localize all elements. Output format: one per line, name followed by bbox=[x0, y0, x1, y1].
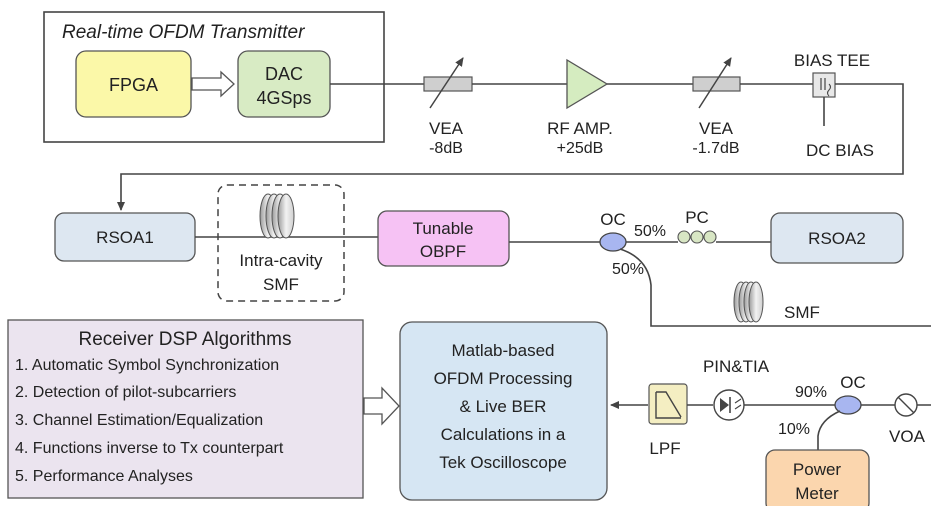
matlab-box bbox=[399, 321, 608, 501]
dac-label-1: DAC bbox=[265, 64, 303, 84]
transmitter-section: Real-time OFDM Transmitter FPGA DAC 4GSp… bbox=[43, 11, 385, 143]
transmitter-title: Real-time OFDM Transmitter bbox=[62, 22, 305, 43]
photodetector bbox=[713, 389, 745, 421]
dsp-item: 4. Functions inverse to Tx counterpart bbox=[15, 440, 284, 457]
bias-tee-label: BIAS TEE bbox=[794, 51, 870, 70]
vea2-attenuator bbox=[692, 57, 741, 109]
intra-cavity-frame bbox=[217, 184, 345, 302]
vea1-body bbox=[423, 76, 473, 92]
dsp-item: 2. Detection of pilot-subcarriers bbox=[15, 384, 236, 401]
power-meter-box bbox=[765, 449, 870, 511]
vea1-adjust-arrow bbox=[429, 57, 464, 109]
lpf-block bbox=[648, 383, 688, 425]
dsp-block: Receiver DSP Algorithms 1. Automatic Sym… bbox=[7, 319, 364, 499]
dsp-to-matlab-arrow bbox=[363, 386, 400, 426]
pc-label: PC bbox=[685, 208, 709, 227]
voa-label: VOA bbox=[889, 427, 926, 446]
obpf-label-2: OBPF bbox=[420, 242, 466, 261]
output-fiber bbox=[619, 248, 931, 327]
output-smf-spool bbox=[733, 281, 764, 323]
lpf-response-icon bbox=[655, 391, 682, 419]
transmitter-frame bbox=[43, 11, 385, 143]
rf-amplifier bbox=[566, 58, 609, 110]
rx-oc-label: OC bbox=[840, 373, 866, 392]
smf-label: SMF bbox=[784, 303, 820, 322]
vea1-attenuator bbox=[423, 57, 473, 109]
fpga-to-dac-arrow bbox=[191, 70, 235, 98]
rf-amp-label: RF AMP. bbox=[547, 119, 613, 138]
bias-tee-inductor bbox=[826, 83, 832, 97]
intra-cavity-label-2: SMF bbox=[263, 275, 299, 294]
pin-tia-label: PIN&TIA bbox=[703, 357, 770, 376]
power-meter-block: Power Meter bbox=[765, 449, 870, 511]
vea2-body bbox=[692, 76, 741, 92]
fpga-block: FPGA bbox=[75, 50, 192, 118]
matlab-block: Matlab-based OFDM Processing & Live BER … bbox=[399, 321, 608, 501]
pin-light-arrows bbox=[734, 398, 742, 410]
rf-amp-value: +25dB bbox=[557, 140, 604, 157]
rsoa2-box bbox=[770, 212, 904, 264]
rsoa2-label: RSOA2 bbox=[808, 229, 866, 248]
tx-wire-to-rsoa1 bbox=[117, 83, 904, 211]
voa-slash bbox=[897, 396, 915, 414]
pc-paddle-1 bbox=[677, 230, 691, 244]
rsoa1-block: RSOA1 bbox=[54, 212, 196, 262]
matlab-line: & Live BER bbox=[460, 397, 547, 416]
cavity-oc-label: OC bbox=[600, 210, 626, 229]
rx-oc-10: 10% bbox=[778, 421, 810, 438]
intra-cavity-label-1: Intra-cavity bbox=[239, 251, 323, 270]
intra-cavity-spool bbox=[259, 193, 295, 239]
pc-paddle-2 bbox=[690, 230, 704, 244]
lpf-box bbox=[648, 383, 688, 425]
matlab-line: Calculations in a bbox=[441, 425, 566, 444]
dsp-box bbox=[7, 319, 364, 499]
bias-tee bbox=[812, 72, 836, 126]
obpf-label-1: Tunable bbox=[413, 219, 474, 238]
rsoa2-block: RSOA2 bbox=[770, 212, 904, 264]
cavity-section: RSOA1 Intra-cavity SMF Tunable OBPF OC 5… bbox=[54, 184, 931, 327]
dsp-item: 1. Automatic Symbol Synchronization bbox=[15, 357, 279, 374]
vea2-label: VEA bbox=[699, 119, 734, 138]
obpf-box bbox=[377, 210, 510, 267]
receiver-section: Receiver DSP Algorithms 1. Automatic Sym… bbox=[7, 319, 931, 511]
dsp-title: Receiver DSP Algorithms bbox=[79, 329, 292, 350]
pc-paddle-3 bbox=[703, 230, 717, 244]
lpf-label: LPF bbox=[649, 439, 680, 458]
pin-diode-symbol bbox=[720, 398, 729, 412]
rf-amp-triangle bbox=[566, 58, 609, 110]
polarization-controller bbox=[677, 230, 717, 244]
rx-oc-90: 90% bbox=[795, 384, 827, 401]
power-meter-label-1: Power bbox=[793, 460, 842, 479]
cavity-oc-port-1: 50% bbox=[634, 223, 666, 240]
matlab-line: OFDM Processing bbox=[434, 369, 573, 388]
fpga-box bbox=[75, 50, 192, 118]
dsp-item: 3. Channel Estimation/Equalization bbox=[15, 412, 263, 429]
obpf-block: Tunable OBPF bbox=[377, 210, 510, 267]
vea2-value: -1.7dB bbox=[692, 140, 739, 157]
cavity-coupler bbox=[599, 232, 627, 252]
bias-tee-box bbox=[812, 72, 836, 98]
voa bbox=[894, 393, 918, 417]
tx-chain: VEA -8dB RF AMP. +25dB VEA -1.7dB BIAS T… bbox=[117, 51, 904, 211]
intra-cavity-label-bg bbox=[226, 247, 338, 273]
cavity-oc-shape bbox=[599, 232, 627, 252]
dc-bias-label: DC BIAS bbox=[806, 141, 874, 160]
cavity-oc-port-2: 50% bbox=[612, 261, 644, 278]
smf-disc-4 bbox=[748, 281, 764, 323]
rsoa1-label: RSOA1 bbox=[96, 228, 154, 247]
matlab-line: Matlab-based bbox=[451, 341, 554, 360]
dac-label-2: 4GSps bbox=[256, 88, 311, 108]
rx-wire-oc-powermeter bbox=[817, 410, 841, 450]
dsp-item: 5. Performance Analyses bbox=[15, 468, 193, 485]
vea2-adjust-arrow bbox=[698, 57, 732, 109]
spool-disc-4 bbox=[277, 193, 295, 239]
dac-block: DAC 4GSps bbox=[237, 50, 331, 118]
vea1-label: VEA bbox=[429, 119, 464, 138]
matlab-line: Tek Oscilloscope bbox=[439, 453, 567, 472]
vea1-value: -8dB bbox=[429, 140, 463, 157]
power-meter-label-2: Meter bbox=[795, 484, 839, 503]
fpga-label: FPGA bbox=[109, 75, 158, 95]
